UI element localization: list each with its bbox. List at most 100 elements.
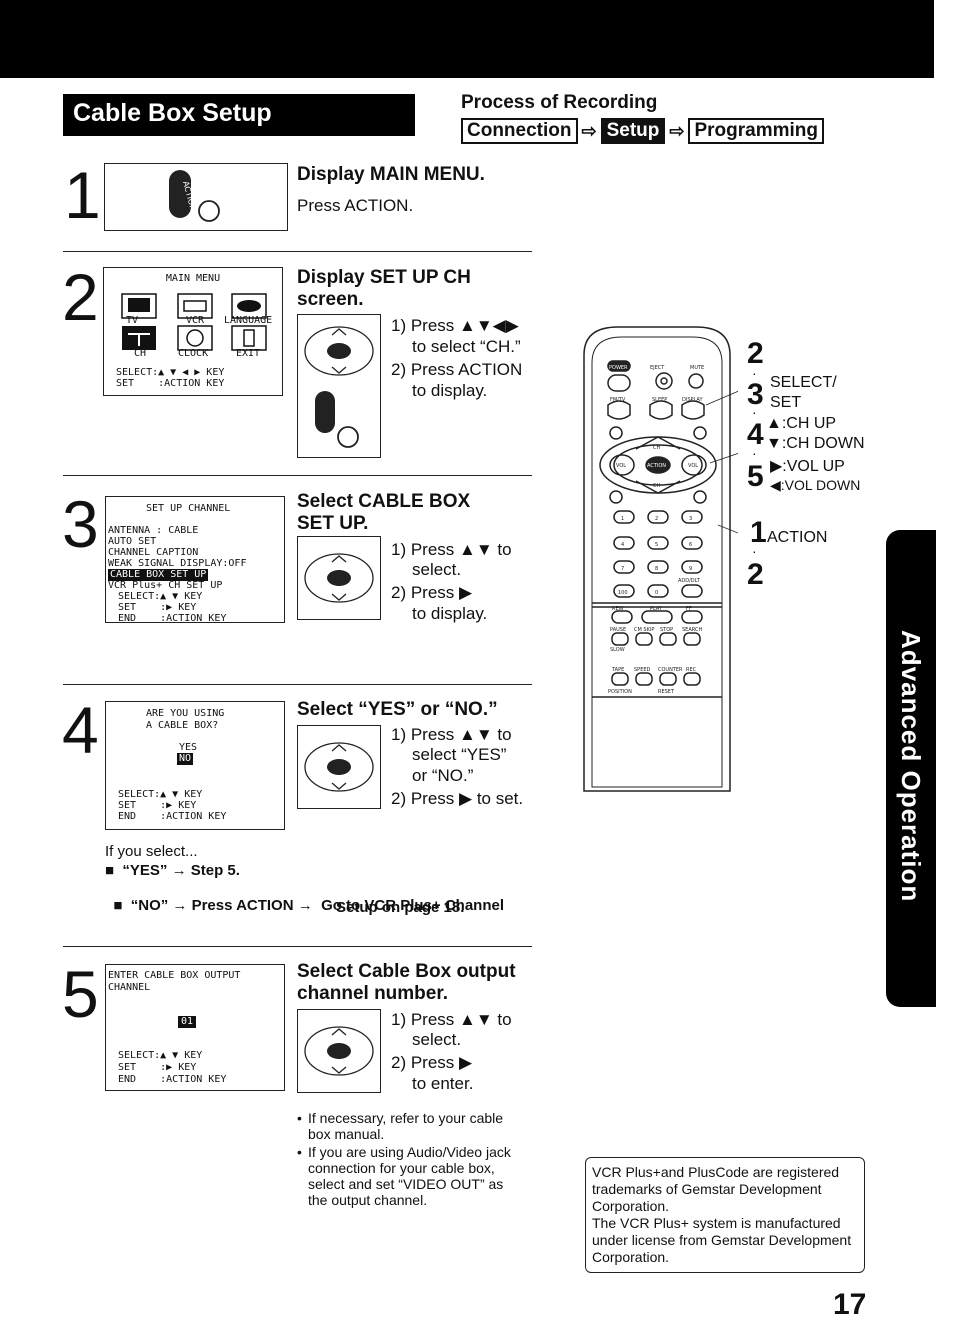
divider (63, 475, 532, 476)
divider (63, 251, 532, 252)
step-4-instr-1a: 1) Press ▲▼ to (391, 725, 512, 744)
menu-line: VCR Plus+ CH SET UP (108, 580, 223, 591)
digit-1: 1 (621, 516, 624, 522)
channel-value: 01 (178, 1016, 197, 1028)
remote-label-select: SELECT/ (770, 374, 837, 391)
cable-box-question-screen: ARE YOU USING A CABLE BOX? YES NO SELECT… (105, 701, 285, 830)
option-no-highlighted: NO (177, 753, 194, 765)
note-line: The VCR Plus+ system is manufactured (592, 1215, 841, 1231)
digit-9: 9 (689, 566, 692, 572)
step-1-title: Display MAIN MENU. (297, 164, 485, 185)
dpad-icon (304, 326, 374, 448)
screen-title: MAIN MENU (165, 273, 221, 284)
step-3-instr-2b: to display. (412, 604, 488, 623)
note-line: trademarks of Gemstar Development (592, 1181, 822, 1197)
section-title-box: Cable Box Setup (63, 94, 415, 136)
screen-line: SET :▶ KEY (118, 800, 197, 811)
arrow-icon: ⇨ (669, 120, 685, 141)
remote-btn-speed: SPEED (634, 667, 651, 673)
top-black-bar (0, 0, 934, 78)
step-2-title-line1: Display SET UP CH (297, 267, 471, 288)
remote-btn-position: POSITION (608, 689, 632, 695)
menu-line-highlighted: CABLE BOX SET UP (108, 569, 209, 581)
dpad-icon (304, 742, 374, 792)
screen-title-2: CHANNEL (108, 982, 151, 993)
flow-setup: Setup (600, 118, 666, 144)
dpad-icon (304, 1026, 374, 1076)
remote-btn-slow: SLOW (610, 647, 625, 653)
flow-connection: Connection (461, 118, 578, 144)
option-yes-result: ■ “YES” → Step 5. (105, 862, 240, 879)
bullet-dot-icon: • (297, 1144, 302, 1160)
menu-line: WEAK SIGNAL DISPLAY:OFF (108, 558, 247, 569)
step-4-instr-2: 2) Press ▶ to set. (391, 789, 524, 808)
digit-3: 3 (689, 516, 692, 522)
screen-line: SELECT:▲ ▼ KEY (118, 1050, 203, 1061)
main-menu-screen: MAIN MENU TV VCR LANGUAGE CH CLOCK EXIT … (103, 267, 283, 396)
step-5-number: 5 (62, 957, 99, 1031)
note-line: under license from Gemstar Development (592, 1232, 852, 1248)
if-you-select: If you select... (105, 843, 198, 860)
icon-label-vcr: VCR (186, 315, 205, 326)
remote-btn-power: POWER (609, 365, 628, 371)
remote-btn-vol-up: VOL (688, 463, 698, 469)
remote-btn-search: SEARCH (682, 627, 702, 633)
digit-7: 7 (621, 566, 624, 572)
remote-btn-tape: TAPE (611, 667, 624, 673)
note-line: VCR Plus+and PlusCode are registered (592, 1164, 840, 1180)
icon-label-tv: TV (126, 315, 139, 326)
screen-line: SELECT:▲ ▼ KEY (118, 591, 203, 602)
option-yes-text: “YES” → Step 5. (122, 862, 240, 879)
step-5-instr-1b: select. (412, 1030, 462, 1049)
side-tab-label: Advanced Operation (896, 630, 926, 903)
remote-btn-play: PLAY (650, 606, 663, 612)
note-line: the output channel. (308, 1192, 428, 1208)
option-no-result: ■ “NO” → Press ACTION → Go to VCR Plus+ … (105, 880, 504, 914)
icon-label-clock: CLOCK (178, 348, 209, 359)
dpad-icon (304, 553, 374, 603)
screen-line: SET :▶ KEY (118, 602, 197, 613)
remote-btn-display: DISPLAY (682, 397, 703, 403)
step-2-instr-1a: 1) Press ▲▼◀▶ (391, 316, 519, 335)
note-line: If you are using Audio/Video jack (308, 1144, 511, 1160)
remote-btn-eject: EJECT (650, 365, 665, 371)
arrow-icon: ⇨ (581, 120, 597, 141)
digit-6: 6 (689, 542, 692, 548)
step-4-instr-1c: or “NO.” (412, 766, 474, 785)
remote-label-ch-down: ▼:CH DOWN (766, 435, 865, 452)
step-2-title-line2: screen. (297, 289, 364, 310)
cable-output-screen: ENTER CABLE BOX OUTPUT CHANNEL 01 SELECT… (105, 964, 285, 1091)
setup-channel-screen: SET UP CHANNEL ANTENNA : CABLE AUTO SET … (105, 496, 285, 624)
screen-title: SET UP CHANNEL (146, 503, 231, 514)
menu-icons (121, 293, 267, 351)
icon-label-exit: EXIT (236, 348, 261, 359)
step-3-instr-1b: select. (412, 560, 462, 579)
note-bullet: • If necessary, refer to your cable box … (297, 1110, 537, 1142)
remote-step-4: 4 (747, 418, 764, 451)
screen-line: SELECT:▲ ▼ KEY (118, 789, 203, 800)
icon-label-ch: CH (134, 348, 147, 359)
step-5-instr-2a: 2) Press ▶ (391, 1053, 473, 1072)
step-2-remote-illustration (297, 314, 381, 458)
step-2-instr-2a: 2) Press ACTION (391, 360, 523, 379)
step-2-instr-1b: to select “CH.” (412, 337, 521, 356)
screen-line: END :ACTION KEY (118, 811, 227, 822)
remote-label-vol-up: ▶:VOL UP (770, 458, 845, 475)
process-label: Process of Recording (461, 92, 658, 113)
bullet-square-icon: ■ (113, 897, 131, 914)
trademark-note: VCR Plus+and PlusCode are registered tra… (585, 1157, 865, 1273)
digit-100: 100 (618, 590, 628, 596)
screen-line: SET :▶ KEY (118, 1062, 197, 1073)
divider (63, 684, 532, 685)
remote-control-illustration: POWER EJECT MUTE FM/TV SLEEP DISPLAY CH … (583, 326, 738, 792)
menu-line: AUTO SET (108, 536, 157, 547)
remote-label-vol-down: ◀:VOL DOWN (770, 477, 861, 493)
step-1-text: Press ACTION. (297, 196, 414, 215)
step-4-remote-illustration (297, 725, 381, 809)
step-5-notes: • If necessary, refer to your cable box … (297, 1110, 537, 1208)
remote-btn-mute: MUTE (690, 365, 704, 371)
screen-line: END :ACTION KEY (118, 613, 227, 624)
digit-0: 0 (655, 590, 658, 596)
divider (63, 946, 532, 947)
menu-line: ANTENNA : CABLE (108, 525, 199, 536)
